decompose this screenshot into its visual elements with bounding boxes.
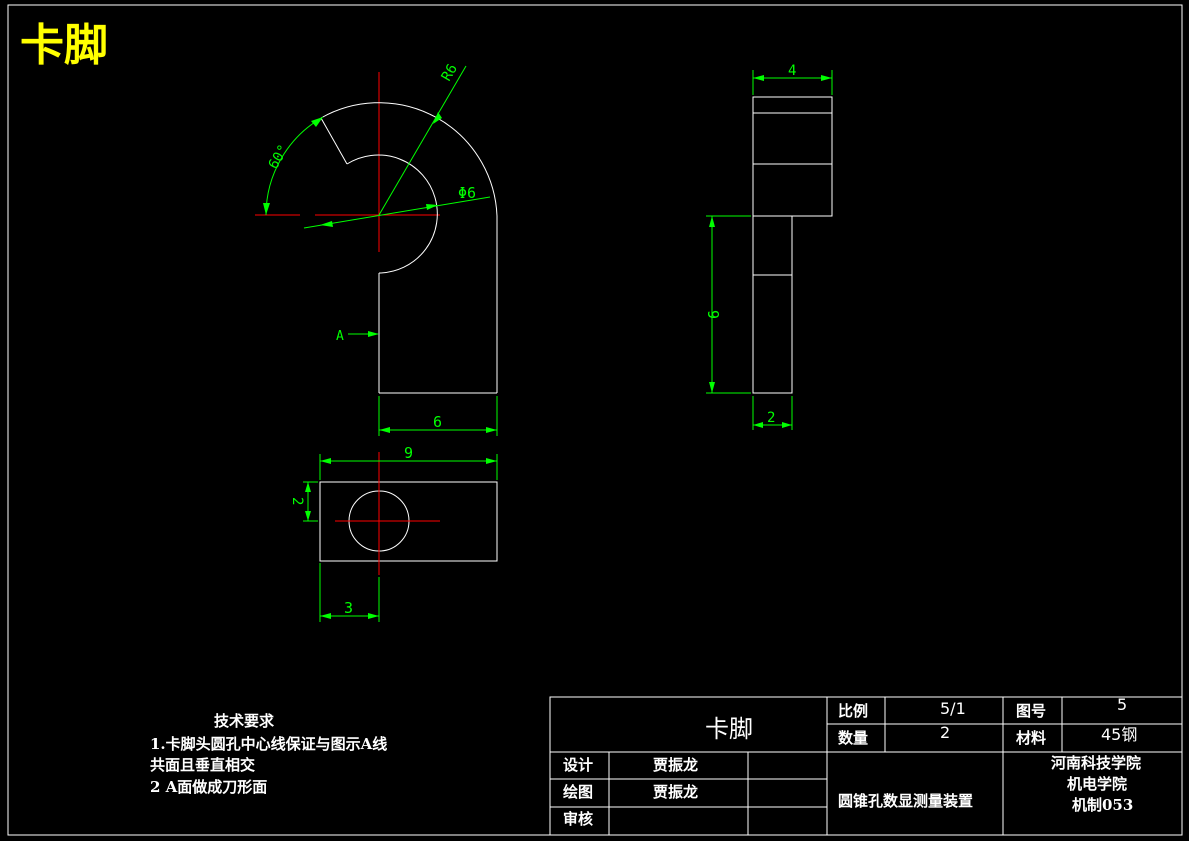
tb-project: 圆锥孔数显测量装置	[838, 792, 973, 810]
dim9h-arrow-r	[486, 458, 497, 464]
drawing-title: 卡脚	[20, 20, 108, 71]
diameter-arrow-1	[320, 221, 333, 227]
tb-material-label: 材料	[1016, 729, 1046, 747]
tb-class: 机制053	[1072, 796, 1133, 814]
dim9h-label: 9	[404, 444, 413, 462]
dim2-label: 2	[767, 410, 775, 426]
tech-line-1: 1.卡脚头圆孔中心线保证与图示A线	[150, 735, 387, 753]
diameter-label: Φ6	[458, 184, 476, 202]
front-view: R6 60° Φ6 A 6	[255, 61, 498, 436]
tb-draw-name: 贾振龙	[653, 783, 698, 801]
dim2-arrow-r	[782, 422, 792, 428]
side-head	[752, 96, 833, 217]
dim6-arrow-l	[379, 427, 390, 433]
dim4-arrow-l	[753, 75, 764, 81]
dim2-arrow-l	[753, 422, 763, 428]
tb-qty-value: 2	[940, 723, 950, 742]
tb-qty-label: 数量	[838, 729, 868, 747]
tb-draw-label: 绘图	[563, 783, 593, 801]
tb-material-value: 45钢	[1101, 725, 1137, 744]
angle-label: 60°	[266, 142, 293, 172]
dim6-label: 6	[433, 413, 442, 431]
top-body	[319, 481, 498, 562]
dim9-arrow-b	[709, 382, 715, 393]
tb-review-label: 审核	[563, 810, 593, 828]
tech-line-3: 2 A面做成刀形面	[150, 778, 267, 796]
dim9h-arrow-l	[320, 458, 331, 464]
tech-line-2: 共面且垂直相交	[150, 756, 255, 774]
top-view: 9 2 3	[289, 444, 498, 622]
tb-drawing-no-value: 5	[1117, 695, 1127, 714]
tech-heading: 技术要求	[214, 712, 275, 730]
r6-leader	[378, 65, 467, 216]
tb-scale-value: 5/1	[940, 699, 966, 718]
dim3-arrow-l	[320, 613, 331, 619]
dim2v-arrow-b	[305, 511, 311, 521]
dim6-arrow-r	[486, 427, 497, 433]
side-leg	[752, 215, 793, 394]
sheet-border	[7, 4, 1183, 836]
tb-part-name: 卡脚	[705, 715, 753, 743]
dim2v-arrow-t	[305, 482, 311, 492]
tb-design-label: 设计	[563, 756, 593, 774]
r6-label: R6	[439, 61, 461, 84]
tb-drawing-no-label: 图号	[1016, 702, 1046, 720]
dim4-label: 4	[788, 63, 796, 79]
r6-arrow	[433, 112, 442, 124]
angle-arrow-1	[263, 203, 270, 215]
dim2v-label: 2	[289, 497, 305, 505]
tb-school: 河南科技学院	[1051, 754, 1141, 772]
face-a-arrow	[368, 331, 379, 337]
tech-requirements: 技术要求 1.卡脚头圆孔中心线保证与图示A线 共面且垂直相交 2 A面做成刀形面	[150, 712, 387, 796]
inner-arc	[346, 154, 438, 274]
dim3-arrow-r	[368, 613, 379, 619]
title-block-text: 卡脚 比例 5/1 图号 5 数量 2 材料 45钢 设计 贾振龙 绘图 贾振龙…	[563, 695, 1141, 828]
dim9-arrow-t	[709, 216, 715, 227]
diameter-leader	[303, 196, 491, 229]
side-view: 4 9 2	[704, 63, 833, 430]
tb-scale-label: 比例	[838, 702, 868, 720]
angle-arrow-2	[311, 117, 323, 127]
dim4-arrow-r	[821, 75, 832, 81]
face-a-label: A	[336, 329, 344, 344]
angle-arc	[265, 116, 324, 216]
tb-design-name: 贾振龙	[653, 756, 698, 774]
tb-college: 机电学院	[1067, 775, 1127, 793]
dim3-label: 3	[344, 599, 353, 617]
diameter-arrow-2	[426, 204, 438, 210]
notch-line-1	[320, 117, 348, 165]
dim9v-label: 9	[704, 310, 722, 319]
title-block	[549, 696, 1183, 836]
